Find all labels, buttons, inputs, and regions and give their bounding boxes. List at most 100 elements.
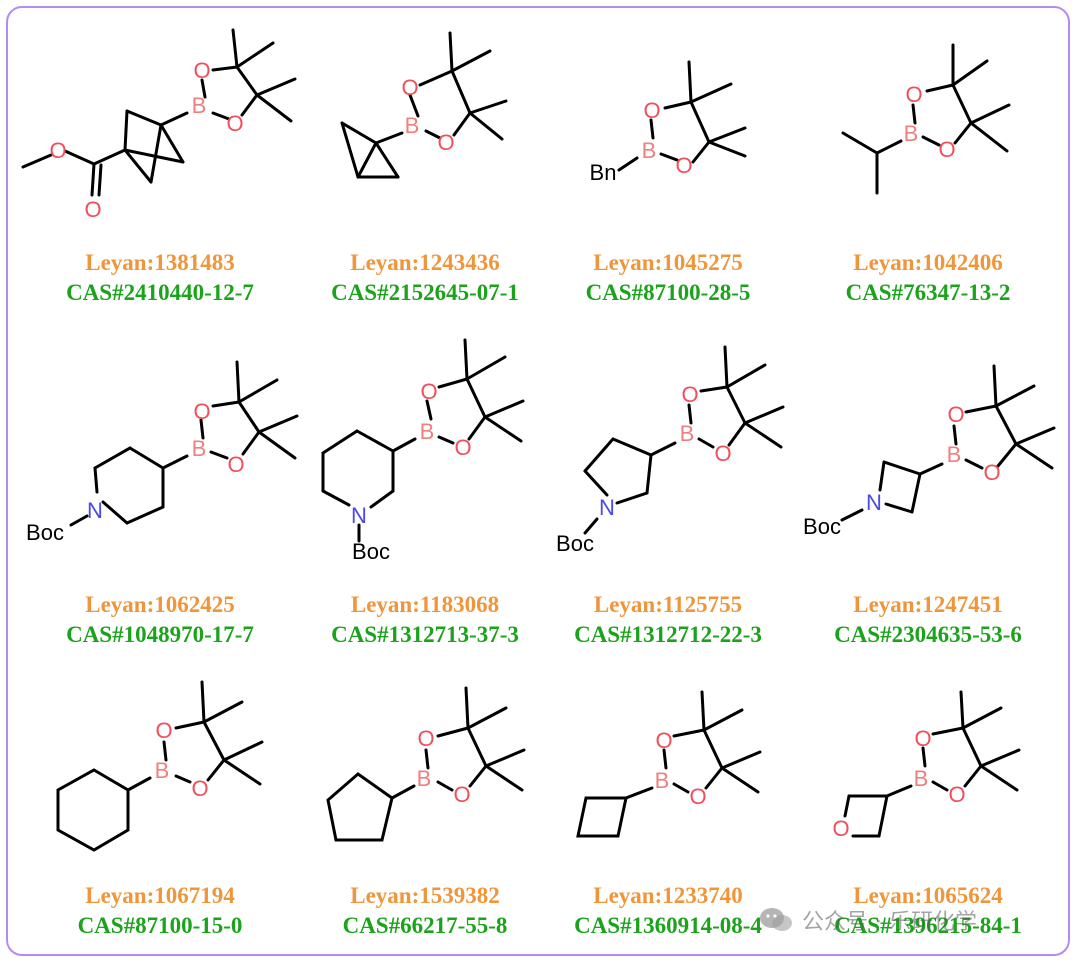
- leyan-id: Leyan:1067194: [85, 883, 235, 908]
- svg-text:B: B: [192, 93, 207, 118]
- cas-number: CAS#2304635-53-6: [834, 622, 1022, 647]
- structure-9: B O O: [56, 680, 264, 852]
- svg-text:O: O: [437, 130, 454, 155]
- svg-text:O: O: [193, 58, 210, 83]
- svg-text:B: B: [655, 768, 670, 793]
- leyan-id: Leyan:1125755: [593, 592, 743, 617]
- leyan-id: Leyan:1183068: [350, 592, 500, 617]
- svg-text:O: O: [948, 782, 965, 807]
- leyan-id: Leyan:1065624: [853, 883, 1003, 908]
- structure-3: Bn B O O: [590, 60, 747, 185]
- leyan-id: Leyan:1045275: [593, 250, 743, 275]
- svg-text:O: O: [84, 197, 101, 222]
- structure-1: O O B O O: [21, 28, 297, 222]
- cas-number: CAS#87100-28-5: [585, 280, 751, 305]
- svg-text:B: B: [155, 758, 170, 783]
- svg-text:B: B: [417, 766, 432, 791]
- svg-text:O: O: [714, 441, 731, 466]
- compound-caption: Leyan:1233740 CAS#1360914-08-4: [533, 881, 803, 941]
- leyan-id: Leyan:1243436: [350, 250, 500, 275]
- compound-caption: Leyan:1042406 CAS#76347-13-2: [793, 248, 1063, 308]
- svg-text:B: B: [420, 419, 435, 444]
- compound-caption: Leyan:1243436 CAS#2152645-07-1: [290, 248, 560, 308]
- compound-caption: Leyan:1247451 CAS#2304635-53-6: [793, 590, 1063, 650]
- svg-text:O: O: [191, 776, 208, 801]
- cas-number: CAS#1360914-08-4: [574, 913, 762, 938]
- compound-caption: Leyan:1539382 CAS#66217-55-8: [290, 881, 560, 941]
- svg-text:O: O: [675, 153, 692, 178]
- svg-text:O: O: [417, 726, 434, 751]
- leyan-id: Leyan:1539382: [350, 883, 500, 908]
- svg-text:O: O: [689, 784, 706, 809]
- svg-text:O: O: [681, 382, 698, 407]
- cas-number: CAS#2152645-07-1: [331, 280, 519, 305]
- structure-7: Boc N B O O: [556, 345, 785, 556]
- structure-4: B O O: [841, 43, 1011, 195]
- compound-caption: Leyan:1381483 CAS#2410440-12-7: [25, 248, 295, 308]
- compound-caption: Leyan:1183068 CAS#1312713-37-3: [290, 590, 560, 650]
- svg-text:Boc: Boc: [352, 539, 390, 564]
- compound-caption: Leyan:1065624 CAS#1396215-84-1: [793, 881, 1063, 941]
- structure-11: B O O: [576, 690, 762, 838]
- svg-text:O: O: [983, 460, 1000, 485]
- structure-6: N Boc B O O: [321, 338, 525, 564]
- svg-text:O: O: [226, 111, 243, 136]
- svg-text:O: O: [453, 782, 470, 807]
- svg-text:O: O: [401, 75, 418, 100]
- svg-text:N: N: [599, 495, 615, 520]
- svg-text:Boc: Boc: [803, 514, 841, 539]
- svg-text:B: B: [947, 442, 962, 467]
- svg-text:O: O: [155, 718, 172, 743]
- svg-text:B: B: [642, 138, 657, 163]
- svg-text:O: O: [420, 379, 437, 404]
- compound-caption: Leyan:1125755 CAS#1312712-22-3: [533, 590, 803, 650]
- svg-text:Bn: Bn: [590, 160, 617, 185]
- structure-2: B O O: [340, 31, 508, 179]
- svg-text:O: O: [947, 402, 964, 427]
- cas-number: CAS#1312713-37-3: [331, 622, 519, 647]
- structure-5: Boc N B O O: [26, 360, 299, 545]
- cas-number: CAS#66217-55-8: [342, 913, 508, 938]
- cas-number: CAS#76347-13-2: [845, 280, 1011, 305]
- wechat-icon: [760, 908, 792, 931]
- structure-10: B O O: [326, 686, 526, 842]
- watermark-text: 公众号 · 乐研化学: [802, 910, 977, 935]
- cas-number: CAS#1048970-17-7: [66, 622, 254, 647]
- compound-caption: Leyan:1067194 CAS#87100-15-0: [25, 881, 295, 941]
- svg-text:O: O: [832, 816, 849, 841]
- svg-text:O: O: [193, 399, 210, 424]
- svg-text:Boc: Boc: [556, 531, 594, 556]
- svg-text:B: B: [914, 766, 929, 791]
- cas-number: CAS#1312712-22-3: [574, 622, 762, 647]
- svg-text:O: O: [643, 98, 660, 123]
- svg-text:O: O: [938, 137, 955, 162]
- compound-caption: Leyan:1045275 CAS#87100-28-5: [533, 248, 803, 308]
- cas-number: CAS#2410440-12-7: [66, 280, 254, 305]
- cas-number: CAS#87100-15-0: [77, 913, 243, 938]
- svg-text:B: B: [680, 421, 695, 446]
- leyan-id: Leyan:1381483: [85, 250, 235, 275]
- compound-caption: Leyan:1062425 CAS#1048970-17-7: [25, 590, 295, 650]
- svg-text:N: N: [351, 503, 367, 528]
- svg-text:B: B: [904, 121, 919, 146]
- leyan-id: Leyan:1247451: [853, 592, 1003, 617]
- leyan-id: Leyan:1062425: [85, 592, 235, 617]
- svg-text:B: B: [405, 113, 420, 138]
- svg-text:N: N: [87, 498, 103, 523]
- svg-text:O: O: [454, 435, 471, 460]
- svg-text:O: O: [655, 728, 672, 753]
- svg-text:Boc: Boc: [26, 520, 64, 545]
- leyan-id: Leyan:1042406: [853, 250, 1003, 275]
- leyan-id: Leyan:1233740: [593, 883, 743, 908]
- svg-text:B: B: [192, 436, 207, 461]
- svg-text:O: O: [914, 726, 931, 751]
- svg-text:O: O: [49, 138, 66, 163]
- structure-8: Boc N B O O: [803, 364, 1056, 539]
- cas-number: CAS#1396215-84-1: [834, 913, 1022, 938]
- figure-frame: [6, 6, 1070, 956]
- svg-text:O: O: [227, 452, 244, 477]
- watermark: 公众号 · 乐研化学: [758, 903, 977, 937]
- structure-12: O B O O: [832, 690, 1021, 841]
- svg-text:N: N: [866, 490, 882, 515]
- svg-text:O: O: [905, 82, 922, 107]
